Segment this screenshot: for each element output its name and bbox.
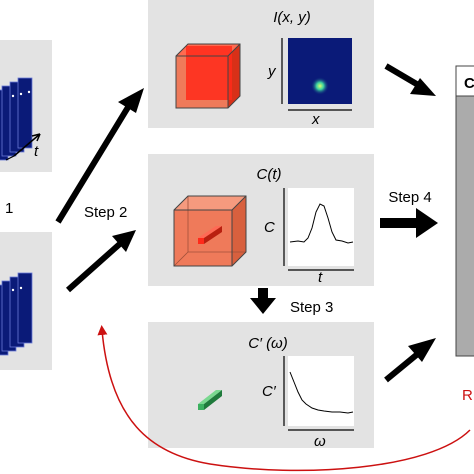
step2-arrow-up (55, 88, 144, 224)
arrow-freq-to-right (384, 338, 436, 383)
time-axis-line (13, 133, 41, 157)
image-panel: I(x, y) y x (148, 0, 374, 128)
left-top-panel: t (0, 40, 52, 172)
right-box-letter: C (464, 75, 474, 92)
image-x-axis-label: x (311, 111, 320, 128)
voxel-rod-red (198, 226, 222, 244)
left-bottom-panel (0, 232, 52, 370)
orange-volume-cube (173, 195, 247, 267)
frequency-x-axis-label: ω (314, 433, 326, 450)
voxel-rod-green (198, 390, 222, 410)
red-volume-cube (175, 43, 241, 109)
right-output-box: C (455, 65, 474, 357)
right-red-text: R (462, 387, 473, 404)
step3-label: Step 3 (290, 299, 333, 316)
frequency-panel-title: C′ (ω) (248, 335, 288, 352)
stack-number-label: 1 (5, 200, 13, 217)
intensity-image (281, 38, 352, 111)
time-panel-title: C(t) (257, 166, 282, 183)
feedback-arrow (97, 325, 471, 472)
step2-label: Step 2 (84, 204, 127, 221)
image-panel-title: I(x, y) (273, 9, 311, 26)
blue-frame-stack-top (0, 77, 33, 161)
frequency-curve-plot (283, 356, 354, 431)
time-panel: C(t) C t (148, 154, 374, 286)
time-x-axis-label: t (318, 269, 323, 286)
stack-time-label: t (34, 143, 39, 160)
step2-arrow-right (66, 230, 136, 293)
frequency-panel: C′ (ω) C′ ω (148, 322, 374, 450)
time-curve-plot (283, 188, 354, 271)
time-y-axis-label: C (264, 219, 275, 236)
step3-arrow (250, 288, 276, 314)
arrow-image-to-right (384, 63, 436, 96)
image-y-axis-label: y (267, 63, 277, 80)
step4-label: Step 4 (388, 189, 431, 206)
blue-frame-stack-bottom (0, 272, 33, 356)
frequency-y-axis-label: C′ (262, 383, 277, 400)
step4-arrow (380, 208, 438, 238)
